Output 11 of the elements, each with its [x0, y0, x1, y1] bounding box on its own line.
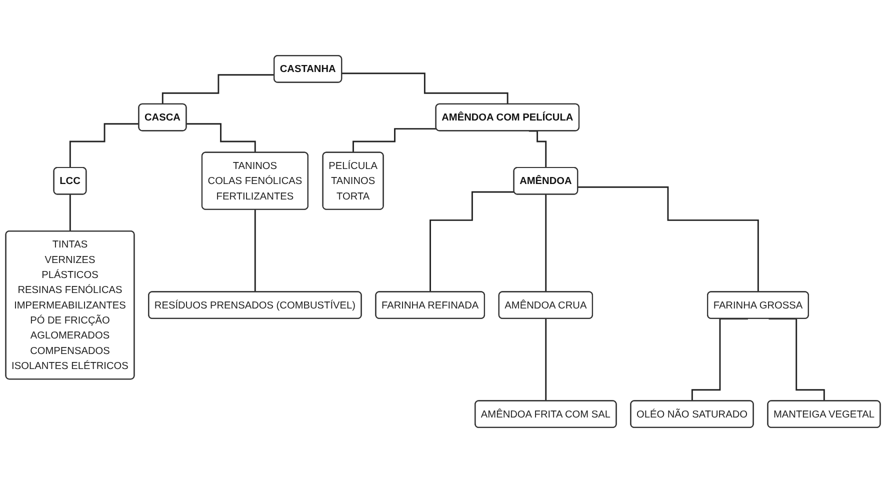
connector: [578, 186, 760, 293]
connector: [254, 209, 256, 293]
connector: [545, 318, 547, 402]
connector: [430, 191, 514, 293]
connector: [69, 123, 140, 169]
connector: [545, 194, 547, 293]
connector: [162, 74, 274, 106]
connector: [69, 194, 72, 232]
connector: [352, 128, 436, 154]
connector: [342, 72, 508, 106]
connector: [186, 123, 256, 154]
